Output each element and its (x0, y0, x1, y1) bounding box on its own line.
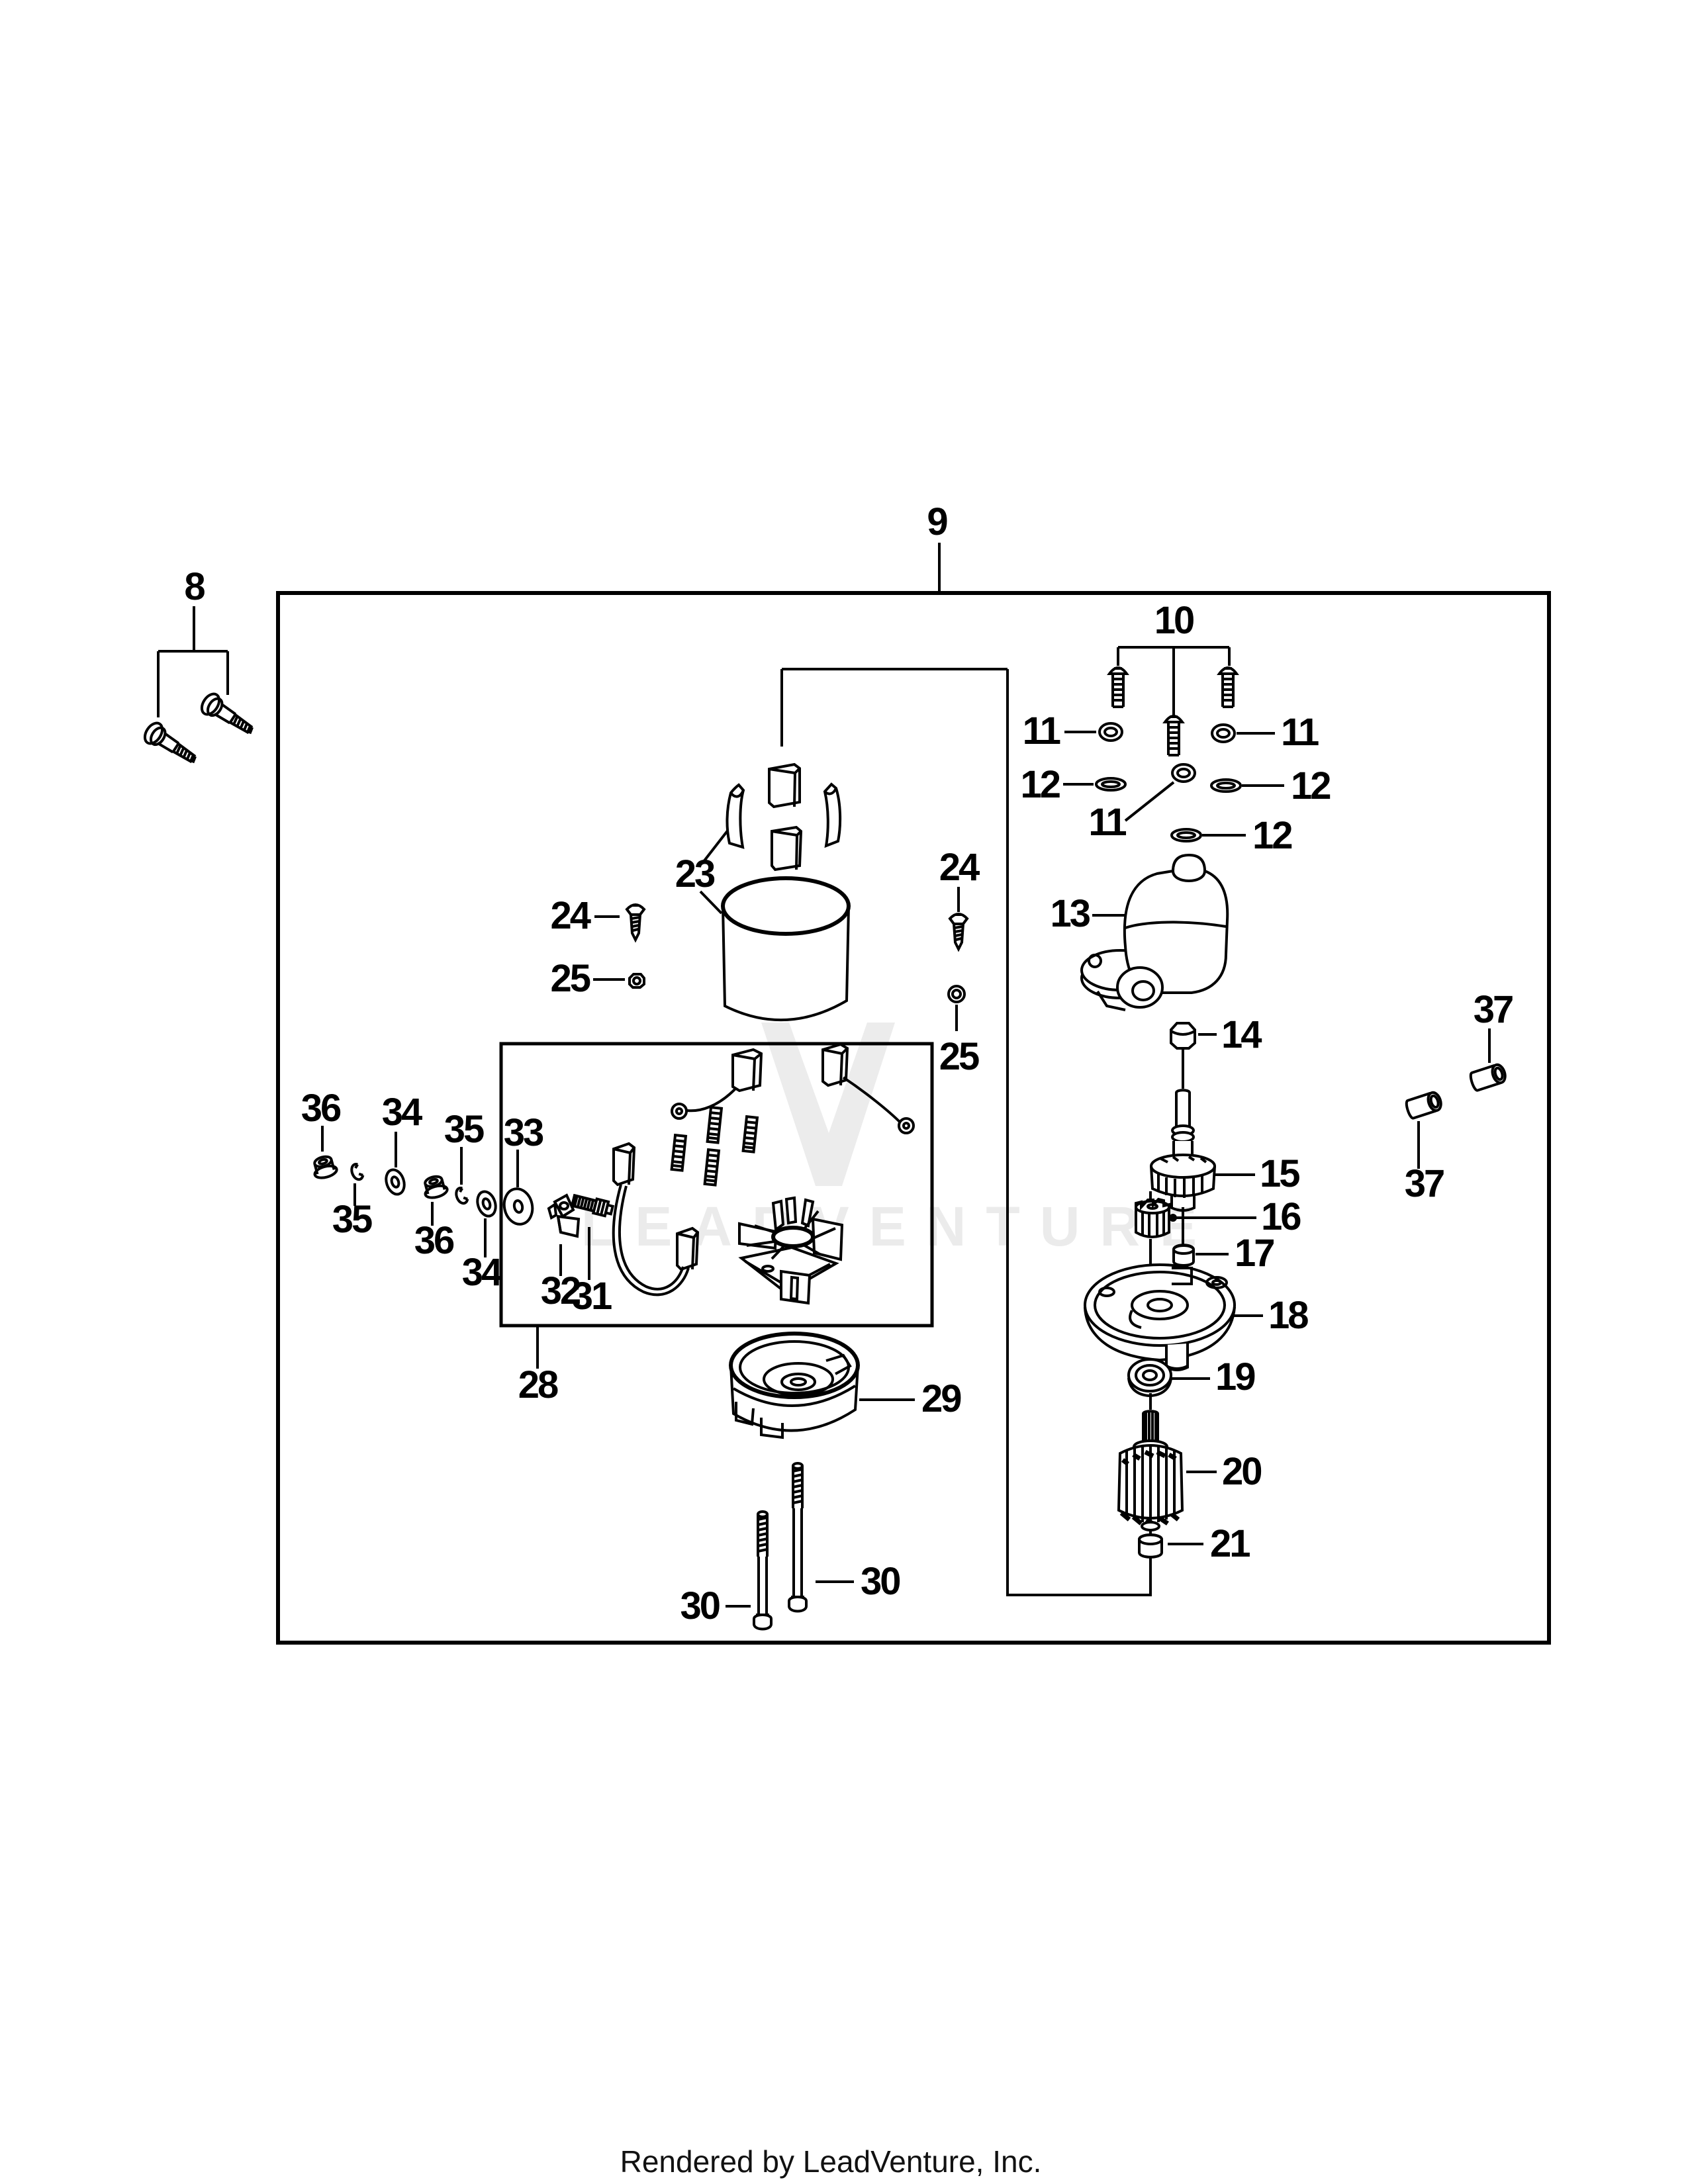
part-32-clip (547, 1193, 581, 1238)
part-14-hex-nut (1170, 1022, 1196, 1050)
callout-33: 33 (504, 1111, 543, 1154)
callout-12-left: 12 (1020, 763, 1059, 806)
part-20-armature (1117, 1410, 1184, 1531)
callout-13: 13 (1050, 892, 1090, 935)
part-28-brush-kit-box (499, 1042, 934, 1328)
callout-36-b: 36 (414, 1219, 454, 1262)
part-12-washers (1095, 777, 1242, 842)
part-10-terminal-screws (1107, 666, 1239, 756)
callout-16: 16 (1261, 1195, 1301, 1238)
part-13-drive-housing (1080, 853, 1229, 1011)
callout-25-right: 25 (939, 1035, 979, 1078)
callout-20: 20 (1222, 1450, 1261, 1493)
callout-34-a: 34 (382, 1091, 422, 1134)
callout-10: 10 (1154, 599, 1194, 642)
callout-36-a: 36 (301, 1087, 341, 1130)
part-37-bushings (1405, 1063, 1507, 1120)
callout-35-b: 35 (444, 1108, 484, 1151)
part-9-assembly-box (276, 591, 1551, 1645)
part-25-nuts (628, 973, 966, 1003)
callout-15: 15 (1260, 1152, 1299, 1195)
callout-14: 14 (1221, 1013, 1262, 1056)
part-19-bearing (1127, 1358, 1172, 1398)
part-16-pinion-gear (1135, 1197, 1170, 1238)
callout-24-right: 24 (939, 846, 980, 889)
callout-30-right: 30 (861, 1560, 900, 1603)
callout-11-left: 11 (1023, 709, 1060, 752)
brush-springs (670, 1105, 759, 1187)
callout-labels: 8 9 10 11 11 12 12 11 12 13 24 25 23 24 … (184, 500, 1515, 1627)
part-31-brush-assembly (570, 1042, 915, 1305)
callout-23: 23 (675, 852, 715, 895)
part-33-washer (502, 1187, 534, 1226)
callout-37-bottom: 37 (1405, 1162, 1444, 1205)
part-36-flange-nuts (313, 1155, 449, 1199)
part-23-magnet-kit (726, 762, 842, 872)
callout-32: 32 (541, 1269, 580, 1312)
callout-30-left: 30 (680, 1584, 719, 1627)
callout-25-left: 25 (550, 957, 590, 1000)
callout-29: 29 (921, 1377, 961, 1420)
part-21-spacer (1138, 1533, 1163, 1559)
callout-11-bottom: 11 (1088, 801, 1126, 844)
part-8-mounting-bolts (143, 692, 254, 764)
callout-34-b: 34 (462, 1251, 502, 1294)
callout-21: 21 (1210, 1522, 1250, 1565)
callout-24-left: 24 (550, 894, 590, 937)
part-15-gear-shaft (1150, 1089, 1216, 1212)
part-29-end-cap (729, 1332, 860, 1439)
callout-9: 9 (927, 500, 947, 543)
callout-18: 18 (1268, 1294, 1308, 1337)
part-24-screws (625, 903, 969, 952)
callout-8: 8 (184, 565, 205, 608)
callout-28: 28 (518, 1363, 558, 1406)
brush-holder (738, 1196, 844, 1305)
footer-credit: Rendered by LeadVenture, Inc. (620, 2144, 1042, 2179)
callout-12-bottom: 12 (1252, 814, 1291, 857)
part-34-flat-washers (385, 1168, 497, 1218)
part-35-lock-washers (350, 1163, 469, 1205)
callout-12-right: 12 (1291, 764, 1330, 807)
leader-lines (157, 543, 1491, 1608)
part-30-through-bolts (753, 1462, 808, 1631)
callout-17: 17 (1235, 1232, 1274, 1275)
part-11-lock-nuts (1098, 722, 1236, 783)
part-17-spacer (1172, 1244, 1195, 1267)
callout-35-a: 35 (332, 1198, 372, 1241)
part-18-gear-cover (1084, 1263, 1236, 1371)
callout-11-right: 11 (1281, 711, 1319, 754)
callout-31: 31 (572, 1275, 612, 1318)
callout-19: 19 (1215, 1355, 1255, 1398)
callout-37-top: 37 (1474, 988, 1513, 1031)
motor-yoke-cylinder (721, 876, 851, 1022)
